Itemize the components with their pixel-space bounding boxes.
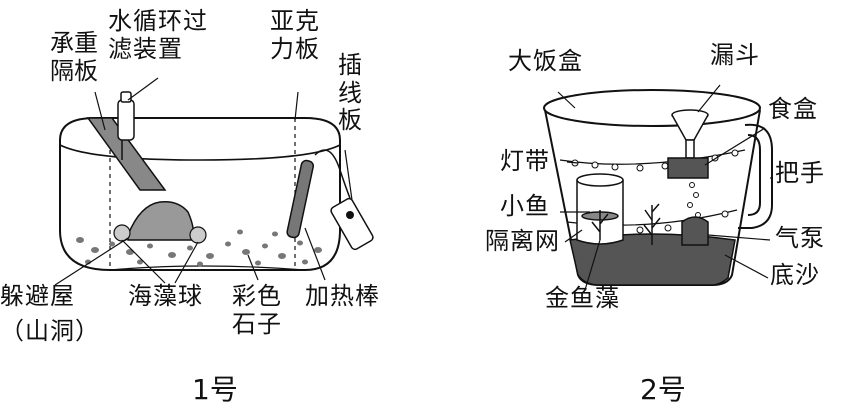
label-isolation-net: 隔离网: [485, 227, 560, 255]
moss-balls: [113, 224, 207, 244]
label-power-strip: 插 线 板: [338, 51, 362, 135]
label-small-fish: 小鱼: [500, 192, 550, 220]
label-sand: 底沙: [770, 261, 820, 289]
goldfish-weed: [591, 203, 661, 245]
food-box: [667, 157, 709, 179]
label-heater: 加热棒: [305, 282, 380, 310]
label-food-box: 食盒: [768, 95, 818, 123]
sand-bed: [569, 233, 736, 286]
colored-stones: [76, 229, 322, 267]
label-rice-cooker: 大饭盒: [508, 47, 583, 75]
label-goldfish-weed: 金鱼藻: [545, 284, 620, 312]
funnel: [671, 109, 709, 159]
label-filter: 水循环过 滤装置: [108, 7, 208, 63]
panel-2-leaders: [557, 84, 773, 291]
label-shelter-note: （山洞）: [0, 317, 100, 345]
label-stones: 彩色 石子: [232, 282, 282, 338]
label-funnel: 漏斗: [710, 41, 760, 69]
label-handle: 把手: [775, 159, 825, 187]
label-acrylic: 亚克 力板: [270, 7, 320, 63]
air-pump: [681, 216, 709, 246]
panel-1-leaders: [54, 77, 353, 286]
caption-panel-2: 2号: [640, 373, 686, 406]
label-light-strip: 灯带: [500, 147, 550, 175]
label-shelter: 躲避屋: [0, 282, 75, 310]
air-bubbles: [687, 182, 701, 228]
label-moss-ball: 海藻球: [128, 282, 203, 310]
caption-panel-1: 1号: [192, 373, 238, 406]
label-air-pump: 气泵: [775, 224, 825, 252]
shelter-cave: [127, 200, 195, 241]
label-partition: 承重 隔板: [50, 29, 98, 85]
power-strip: [330, 197, 374, 251]
fish-isolation-net: [576, 173, 624, 245]
load-bearing-partition: [86, 117, 167, 191]
